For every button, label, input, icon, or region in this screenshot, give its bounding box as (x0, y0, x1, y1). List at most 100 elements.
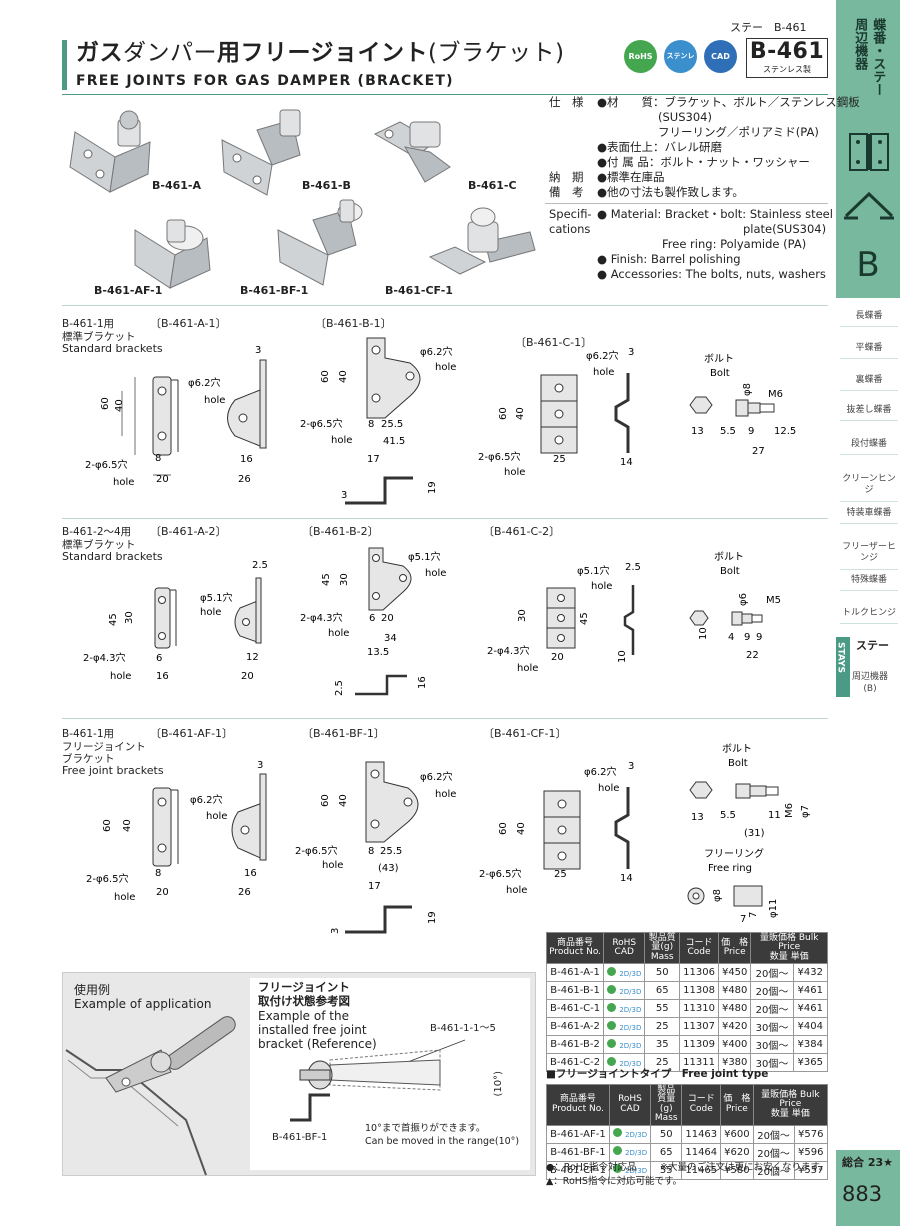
drawing-c1: 60 40 φ6.2穴 hole 2-φ6.5穴 hole 25 3 14 (478, 347, 634, 478)
free-ring-7b: 7 (748, 912, 759, 918)
dim-a2-16: 16 (156, 671, 169, 682)
sidebar-item-torque-hinge[interactable]: トルクヒンジ (840, 603, 898, 625)
dim-a1-hole-b: hole (204, 395, 225, 406)
catalog-page-ref: 総合 23★ (842, 1156, 893, 1169)
product-no-cell: B-461-B-1 (545, 981, 605, 1001)
dim-a1-16: 16 (240, 454, 253, 465)
price-cell: ¥600 (720, 1124, 754, 1144)
dim-c1-60: 60 (498, 407, 509, 420)
sidebar-item-clean-hinge[interactable]: クリーンヒンジ (840, 469, 898, 502)
dim-a1-8: 8 (155, 453, 161, 464)
drawing-af1: 60 40 8 20 2-φ6.5穴 hole 3 φ6.2穴 hole 16 … (86, 760, 267, 903)
cad-format[interactable]: 2D/3D (625, 1131, 648, 1140)
stay-icon (844, 191, 894, 220)
spec-delivery: ●標準在庫品 (597, 170, 665, 184)
cad-format[interactable]: 2D/3D (625, 1167, 648, 1176)
bolt1-m6: M6 (768, 389, 783, 400)
price-cell: ¥480 (717, 981, 752, 1001)
dim-c1-hole-b: hole (504, 467, 525, 478)
sidebar-item-liftoff-hinge[interactable]: 抜差し蝶番 (840, 400, 898, 422)
spec-en-finish: ● Finish: Barrel polishing (597, 252, 741, 266)
dim-a2-hole: hole (110, 671, 131, 682)
page-number: 883 (842, 1182, 883, 1206)
rohs-dot-icon (612, 1164, 622, 1174)
cad-format[interactable]: 2D/3D (619, 987, 642, 996)
sec2-title-c: 〔B-461-C-2〕 (483, 525, 561, 538)
dim-b2-45: 45 (321, 573, 332, 586)
dim-b2-30: 30 (339, 573, 350, 586)
mass-cell: 55 (644, 999, 681, 1019)
product-no-cell: B-461-AF-1 (546, 1124, 610, 1144)
sidebar-item-step-hinge[interactable]: 段付蝶番 (840, 434, 898, 456)
sidebar-item-stays[interactable]: ステー (856, 639, 889, 652)
bolt2-label-jp: ボルト (714, 551, 744, 563)
range-note-en: Can be moved in the range(10°) (365, 1136, 520, 1147)
sec2-label-3: Standard brackets (62, 550, 163, 563)
rohs-cad-cell: 2D/3D (603, 981, 646, 1001)
dim-bf1-hole: hole (435, 789, 456, 800)
dim-bf1-40: 40 (338, 794, 349, 807)
bulk-price-cell: ¥596 (793, 1142, 829, 1162)
application-illustration (65, 1016, 236, 1176)
dim-b1-19: 19 (427, 481, 438, 494)
sidebar-item-long-hinge[interactable]: 長蝶番 (840, 306, 898, 328)
bulk-price-cell: ¥576 (793, 1124, 829, 1144)
cad-format[interactable]: 2D/3D (619, 1005, 642, 1014)
sidebar-item-back-hinge[interactable]: 裏蝶番 (840, 370, 898, 392)
price-cell: ¥450 (717, 963, 752, 983)
price-cell: ¥580 (720, 1160, 754, 1180)
dim-c1-hole65: 2-φ6.5穴 (478, 450, 520, 463)
bolt3-phi7: φ7 (800, 805, 811, 818)
cad-format[interactable]: 2D/3D (619, 1059, 642, 1068)
cad-format[interactable]: 2D/3D (619, 1023, 642, 1032)
dim-af1-40: 40 (122, 819, 133, 832)
spec-accessories: ●付 属 品：ボルト・ナット・ワッシャー (597, 155, 810, 169)
product-no-cell: B-461-C-1 (545, 999, 605, 1019)
bolt2-phi6: φ6 (738, 593, 749, 606)
dim-c1-40: 40 (515, 407, 526, 420)
reference-title-jp-2: 取付け状態参考図 (258, 994, 350, 1008)
dim-b2-25b: 2.5 (334, 680, 345, 696)
code-cell: 11465 (681, 1160, 722, 1180)
header-divider (62, 94, 828, 95)
cad-format[interactable]: 2D/3D (619, 1041, 642, 1050)
dim-c2-hole43: 2-φ4.3穴 (487, 644, 529, 657)
sec3-title-a: 〔B-461-AF-1〕 (150, 727, 234, 740)
mass-cell: 65 (644, 981, 681, 1001)
spec-note: ●他の寸法も製作致します。 (597, 185, 744, 199)
hinge-icon (849, 133, 889, 171)
price-cell: ¥480 (717, 999, 752, 1019)
dim-a1-hole: hole (113, 477, 134, 488)
dim-bf1-43: (43) (378, 863, 399, 874)
rohs-dot-icon (607, 966, 617, 976)
spec-label-delivery: 納 期 (549, 170, 584, 184)
cad-format[interactable]: 2D/3D (619, 969, 642, 978)
reference-title-jp-1: フリージョイント (258, 980, 350, 994)
bolt3-label-en: Bolt (728, 758, 748, 769)
photo-label-b: B-461-B (302, 179, 351, 192)
cad-format[interactable]: 2D/3D (625, 1149, 648, 1158)
dim-bf1-19: 19 (427, 911, 438, 924)
free-ring-phi8: φ8 (712, 889, 723, 902)
quantity-cell: 20個～ (750, 963, 794, 983)
sidebar-item-flat-hinge[interactable]: 平蝶番 (840, 338, 898, 360)
section-divider-2 (62, 518, 828, 519)
dim-c2-25b: 2.5 (625, 562, 641, 573)
product-no-cell: B-461-A-2 (545, 1017, 605, 1037)
dim-cf1-3: 3 (628, 761, 634, 772)
sidebar-item-vehicle-hinge[interactable]: 特装車蝶番 (840, 503, 898, 525)
bolt3-label-jp: ボルト (722, 743, 752, 755)
sidebar-item-freezer-hinge[interactable]: フリーザーヒンジ (840, 537, 898, 570)
sidebar-item-peripheral[interactable]: 周辺機器 (B) (852, 672, 889, 694)
spec-material: ●材 質：ブラケット、ボルト／ステンレス鋼板 (597, 95, 860, 109)
bolt2-4: 4 (728, 632, 734, 643)
sidebar-item-special-hinge[interactable]: 特殊蝶番 (840, 570, 898, 592)
drawing-bolt-1: ボルト Bolt φ8 M6 13 5.5 9 12.5 27 (689, 353, 796, 457)
footnote-rohs: ●：RoHS指令対応品 (546, 1162, 637, 1173)
